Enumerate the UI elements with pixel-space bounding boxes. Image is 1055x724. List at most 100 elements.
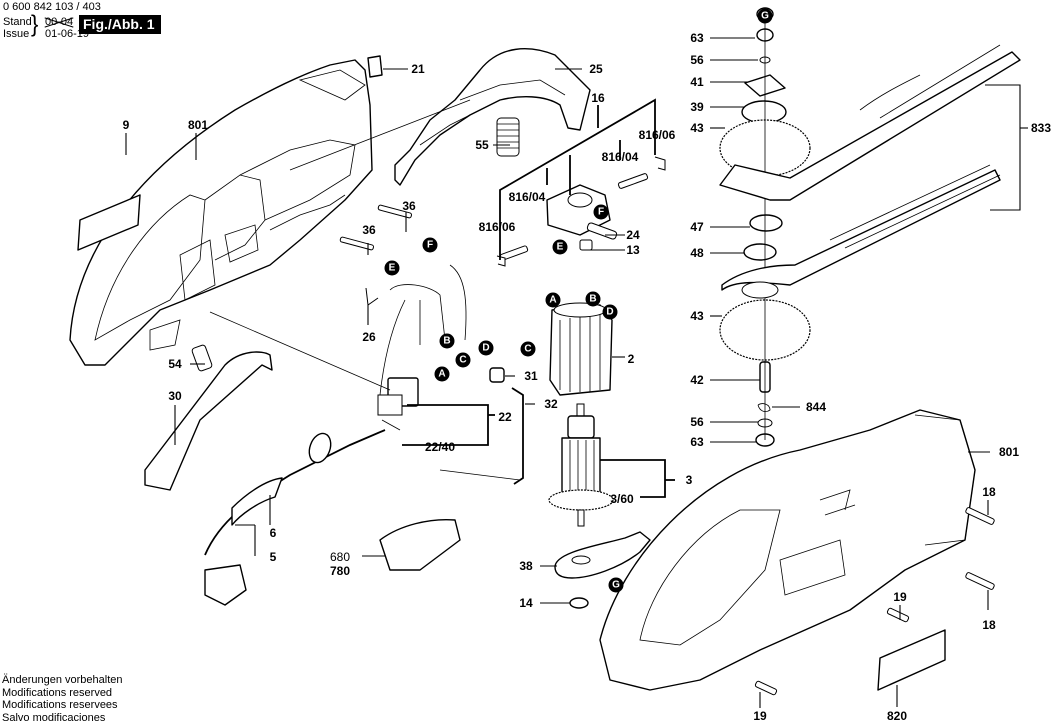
part-label: 9 [122, 118, 130, 132]
spring-54-drawing [191, 344, 213, 372]
part-label: 820 [886, 709, 908, 723]
connector-marker-a: A [434, 366, 450, 382]
connector-marker-f: F [422, 237, 438, 253]
part-label: 31 [524, 369, 538, 383]
blades-833-drawing [719, 44, 1021, 299]
part-label: 26 [362, 330, 376, 344]
issue-date: 01-06-19 [45, 28, 90, 40]
part-label: 56 [690, 415, 704, 429]
stator-2-drawing [549, 302, 613, 396]
clip-21-drawing [367, 55, 383, 78]
clip-26-drawing [365, 287, 379, 306]
modification-notes: Änderungen vorbehalten Modifications res… [2, 674, 122, 724]
label-plate-9-drawing [77, 194, 141, 251]
part-label: 816/04 [508, 190, 546, 204]
part-label: 680 [329, 550, 351, 564]
part-label: 24 [626, 228, 640, 242]
part-label: 844 [805, 400, 827, 414]
connector-marker-d: D [602, 304, 618, 320]
part-label: 47 [690, 220, 704, 234]
part-label: 16 [591, 91, 605, 105]
cover-680-drawing [379, 518, 461, 571]
bracket-32-drawing [511, 387, 524, 485]
wiring-switch-drawing [377, 264, 467, 431]
part-label: 3 [685, 473, 693, 487]
right-housing-drawing [599, 409, 976, 691]
armature-3-drawing [548, 403, 614, 527]
connector-marker-c: C [520, 341, 536, 357]
part-label: 5 [269, 550, 277, 564]
part-label: 54 [168, 357, 182, 371]
part-number: 0 600 842 103 / 403 [3, 1, 101, 13]
brace-icon: } [31, 10, 39, 37]
part-label: 43 [690, 121, 704, 135]
part-label: 32 [544, 397, 558, 411]
note-de: Änderungen vorbehalten [2, 674, 123, 686]
connector-marker-f: F [593, 204, 609, 220]
part-label: 6 [269, 526, 277, 540]
part-label: 42 [690, 373, 704, 387]
part-label: 25 [589, 62, 603, 76]
issue-label: Issue [3, 28, 30, 40]
connector-marker-g: G [757, 8, 773, 24]
connector-marker-d: D [478, 340, 494, 356]
part-label: 43 [690, 309, 704, 323]
note-es: Salvo modificaciones [2, 711, 106, 724]
part-label: 13 [626, 243, 640, 257]
brush-holder-drawing [496, 156, 666, 267]
part-label: 2 [627, 352, 635, 366]
part-label: 833 [1030, 121, 1052, 135]
part-label: 816/06 [478, 220, 516, 234]
part-label: 22 [498, 410, 512, 424]
stand-old-date: 00-04 [45, 16, 73, 28]
part-label: 36 [402, 199, 416, 213]
pin-36-a-drawing [377, 204, 412, 219]
part-label: 3/60 [610, 492, 634, 506]
note-fr: Modifications reservees [2, 699, 118, 711]
plate-38-drawing [554, 531, 651, 579]
part-label: 816/06 [638, 128, 676, 142]
part-label: 816/04 [601, 150, 639, 164]
part-label: 801 [998, 445, 1020, 459]
stand-label: Stand [3, 16, 32, 28]
connector-marker-a: A [545, 292, 561, 308]
part-label: 48 [690, 246, 704, 260]
spring-55-drawing [496, 117, 520, 157]
part-label: 801 [187, 118, 209, 132]
washer-14-drawing [569, 597, 589, 609]
part-label: 63 [690, 31, 704, 45]
part-label: 19 [893, 590, 907, 604]
connector-marker-e: E [384, 260, 400, 276]
part-label: 55 [475, 138, 489, 152]
connector-marker-e: E [552, 239, 568, 255]
connector-marker-b: B [585, 291, 601, 307]
part-label: 56 [690, 53, 704, 67]
label-plate-820-drawing [877, 629, 946, 691]
part-label: 41 [690, 75, 704, 89]
note-en: Modifications reserved [2, 686, 113, 699]
figure-label: Fig./Abb. 1 [79, 15, 161, 34]
leader-lines [125, 37, 1028, 708]
screws-drawing [754, 507, 995, 696]
pin-36-b-drawing [339, 236, 374, 251]
part-label: 14 [519, 596, 533, 610]
plate-38-hole [571, 555, 591, 565]
connector-marker-c: C [455, 352, 471, 368]
part-label: 18 [982, 618, 996, 632]
part-label: 21 [411, 62, 425, 76]
part-label: 39 [690, 100, 704, 114]
connector-marker-g: G [608, 577, 624, 593]
part-label: 36 [362, 223, 376, 237]
part-label: 63 [690, 435, 704, 449]
handle-25-drawing [394, 48, 591, 186]
part-label: 780 [329, 564, 351, 578]
part-31-drawing [489, 367, 505, 383]
part-label: 38 [519, 559, 533, 573]
connector-marker-b: B [439, 333, 455, 349]
part-label: 18 [982, 485, 996, 499]
cable-plug-drawing [204, 429, 386, 606]
lever-30-drawing [144, 351, 273, 491]
part-label: 22/40 [424, 440, 456, 454]
